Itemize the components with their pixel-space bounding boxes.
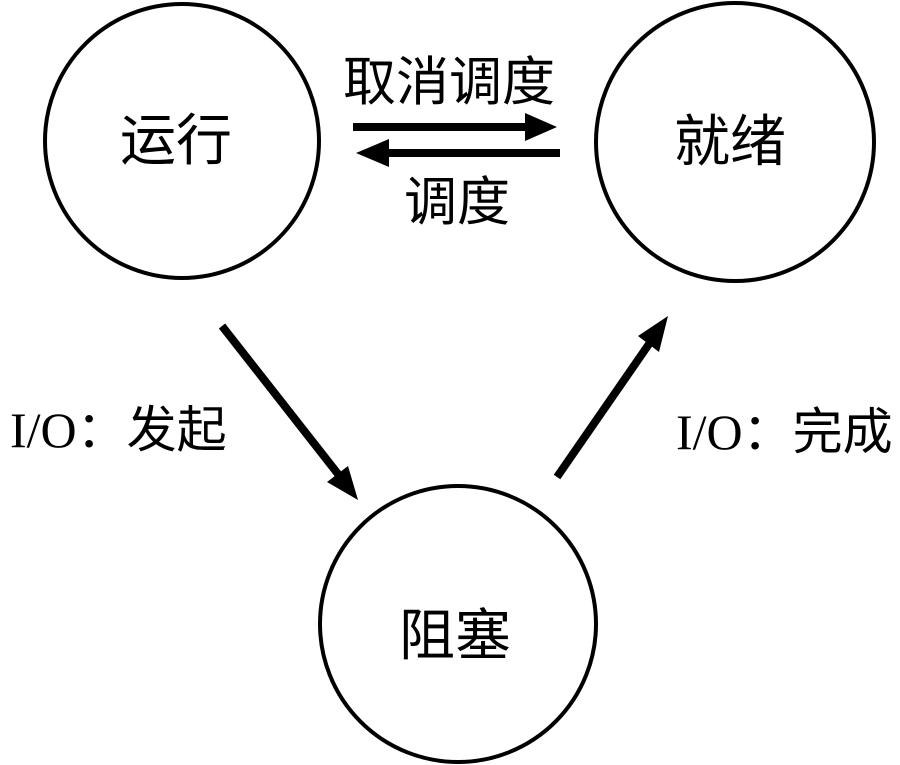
edge-io-complete-arrowhead-icon xyxy=(638,316,668,352)
edge-schedule-arrowhead-icon xyxy=(356,139,389,167)
node-blocked-label: 阻塞 xyxy=(399,606,511,668)
edge-io-initiate-arrow-shaft xyxy=(218,323,342,477)
edge-io-complete-label: I/O：完成 xyxy=(676,404,893,460)
node-running-label: 运行 xyxy=(120,111,232,173)
node-ready-label: 就绪 xyxy=(674,112,786,174)
node-blocked-circle xyxy=(318,484,598,764)
edge-schedule-label: 调度 xyxy=(404,174,510,232)
edge-io-initiate-label: I/O：发起 xyxy=(10,402,227,458)
edge-io-complete-arrow-shaft xyxy=(553,341,653,480)
node-ready-circle xyxy=(594,1,876,283)
node-running-circle xyxy=(43,2,321,280)
edge-deschedule-arrowhead-icon xyxy=(525,113,557,141)
edge-io-initiate-arrowhead-icon xyxy=(327,466,358,500)
edge-deschedule-label: 取消调度 xyxy=(343,54,555,112)
